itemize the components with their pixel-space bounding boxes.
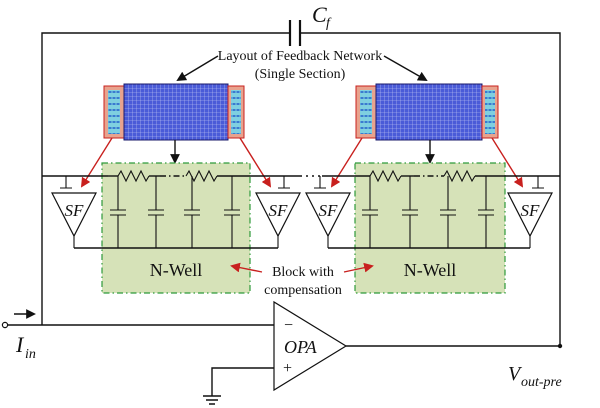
- vout-label: V out-pre: [508, 363, 562, 390]
- capacitor-bank-right: [328, 176, 530, 249]
- cf-main: C: [312, 2, 327, 27]
- sf-buffer-4: SF: [507, 176, 553, 248]
- nwell-region-left: [101, 162, 251, 294]
- sf-label-3: SF: [319, 201, 339, 220]
- layout-image-right: [355, 83, 499, 141]
- input-line: [1, 309, 290, 329]
- opa-plus: +: [283, 360, 292, 377]
- red-arrow-to-sf4: [491, 137, 524, 188]
- annotation-arrow-right: [343, 262, 374, 273]
- ground: [203, 367, 274, 405]
- capacitor-bank-left: [74, 176, 278, 249]
- sf-buffer-1: SF: [51, 176, 97, 248]
- sf-label-1: SF: [65, 201, 85, 220]
- layout-arrow-right: [383, 55, 428, 81]
- sf-buffer-2: SF: [255, 176, 301, 248]
- feedback-capacitor-loop: [41, 20, 561, 345]
- cf-label: C f: [312, 2, 332, 31]
- red-arrow-to-sf3: [330, 137, 363, 188]
- sf-label-2: SF: [269, 201, 289, 220]
- iin-sub: in: [25, 347, 36, 362]
- vout-main: V: [508, 363, 523, 385]
- annotation-arrow-left: [230, 262, 263, 273]
- layout-arrow-left: [176, 55, 219, 82]
- block-annotation-line2: compensation: [264, 283, 342, 298]
- nwell-label-left: N-Well: [150, 260, 203, 280]
- output-line: [346, 343, 563, 349]
- sf-label-4: SF: [521, 201, 541, 220]
- red-arrow-to-sf2: [239, 137, 272, 188]
- vout-sub: out-pre: [521, 375, 562, 390]
- layout-image-left: [103, 83, 245, 141]
- layout-title-line1: Layout of Feedback Network: [218, 49, 382, 64]
- opa-minus: −: [284, 317, 293, 334]
- nwell-label-right: N-Well: [404, 260, 457, 280]
- nwell-region-right: [354, 162, 506, 294]
- sf-buffer-3: SF: [305, 176, 351, 248]
- iin-main: I: [15, 332, 25, 357]
- iin-label: I in: [15, 332, 36, 362]
- opa-label: OPA: [284, 337, 318, 357]
- layout-title-line2: (Single Section): [255, 67, 346, 82]
- cf-sub: f: [326, 16, 332, 31]
- red-arrow-to-sf1: [80, 137, 113, 188]
- block-annotation-line1: Block with: [272, 265, 334, 280]
- opamp: − + OPA: [273, 300, 348, 392]
- rc-ladder-bus: [42, 169, 560, 183]
